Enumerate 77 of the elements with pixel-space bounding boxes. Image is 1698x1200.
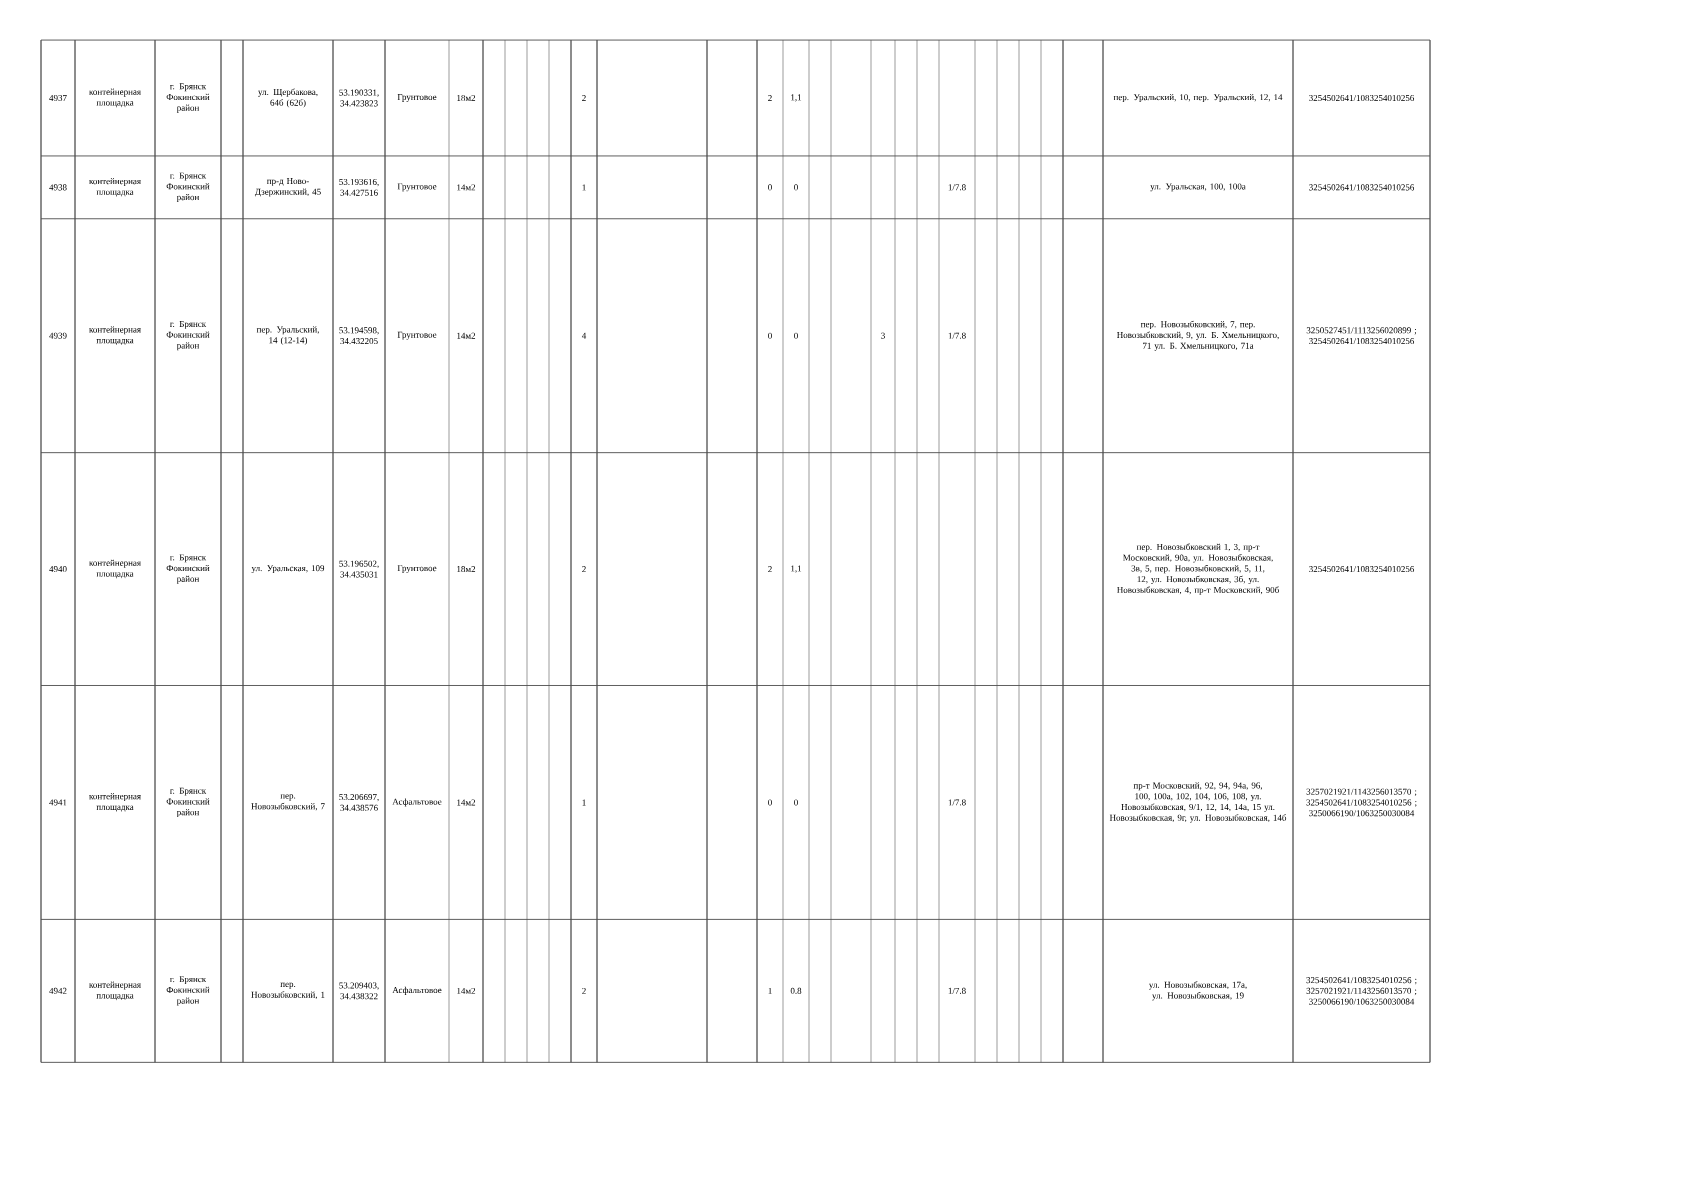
address-text: ул. Уральская, 109 <box>251 565 325 574</box>
value-text: 1 <box>582 184 586 191</box>
served-addresses-text: ул. Уральская, 100, 100а <box>1150 183 1246 192</box>
row-number: 4937 <box>49 95 67 101</box>
value-text: 1/7.8 <box>948 184 966 191</box>
address-text: пер. Новозыбковский, 1 <box>251 982 325 1000</box>
district-text: г. Брянск Фокинский район <box>166 976 210 1006</box>
served-addresses-text: пер. Новозыбковский, 7, пер. Новозыбковский, 9, ул. Б. Хмельницкого, 71 ул. Б. Хмельницкого, 71а <box>1117 320 1279 351</box>
value-text: 1/7.8 <box>948 799 966 806</box>
registration-numbers-text: 3254502641/1083254010256 <box>1309 184 1415 191</box>
coordinates-text: 53.209403, 34.438322 <box>339 982 379 1000</box>
value-text: 0 <box>768 332 772 339</box>
address-text: пр-д Ново-Дзержинский, 45 <box>254 178 321 197</box>
surface-text: Асфальтовое <box>392 986 442 995</box>
value-text: 0 <box>794 799 798 806</box>
address-text: пер. Уральский, 14 (12-14) <box>256 326 319 346</box>
served-addresses-text: пер. Уральский, 10, пер. Уральский, 12, 14 <box>1113 94 1283 103</box>
row-number: 4940 <box>49 566 67 573</box>
value-text: 1/7.8 <box>948 332 966 339</box>
coordinates-text: 53.194598, 34.432205 <box>339 327 379 345</box>
district-text: г. Брянск Фокинский район <box>166 554 210 584</box>
coordinates-text: 53.193616, 34.427516 <box>339 178 379 196</box>
area-text: 14м2 <box>457 799 476 806</box>
coordinates-text: 53.206697, 34.438576 <box>339 794 379 811</box>
registration-numbers-text: 3250527451/1113256020899 ; 3254502641/1083254010256 <box>1306 327 1417 345</box>
area-text: 14м2 <box>457 184 476 191</box>
row-number: 4938 <box>49 184 67 191</box>
value-text: 0.8 <box>790 987 802 994</box>
value-text: 1/7.8 <box>948 987 966 994</box>
site-type-text: контейнерная площадка <box>89 793 141 812</box>
value-text: 2 <box>768 95 772 101</box>
site-type-text: контейнерная площадка <box>89 177 141 197</box>
value-text: 0 <box>768 799 772 806</box>
served-addresses-text: пер. Новозыбковский 1, 3, пр-т Московский, 90а, ул. Новозыбковская, 3в, 5, пер. Новозыбковский, 5, 11, 12, ул. Новозыбковская, 3б, ул. Новозыбковская, 4, пр-т Московский, 90б <box>1117 543 1279 595</box>
value-text: 0 <box>794 184 798 191</box>
served-addresses-text: ул. Новозыбковская, 17а, ул. Новозыбковская, 19 <box>1148 981 1247 1001</box>
coordinates-text: 53.190331, 34.423823 <box>339 89 379 107</box>
value-text: 2 <box>582 987 586 994</box>
district-text: г. Брянск Фокинский район <box>166 321 210 351</box>
area-text: 14м2 <box>457 332 476 339</box>
area-text: 18м2 <box>457 94 476 102</box>
value-text: 1,1 <box>791 565 802 573</box>
site-type-text: контейнерная площадка <box>89 559 141 579</box>
surface-text: Грунтовое <box>397 183 437 192</box>
area-text: 18м2 <box>457 566 476 573</box>
value-text: 2 <box>582 95 586 101</box>
district-text: г. Брянск Фокинский район <box>166 787 210 818</box>
value-text: 0 <box>794 332 798 339</box>
value-text: 1 <box>582 799 586 806</box>
surface-text: Грунтовое <box>397 331 437 340</box>
area-text: 14м2 <box>457 987 476 994</box>
row-number: 4942 <box>49 987 67 994</box>
value-text: 4 <box>581 332 587 339</box>
value-text: 2 <box>768 566 772 573</box>
registration-numbers-text: 3254502641/1083254010256 <box>1309 566 1415 573</box>
surface-text: Грунтовое <box>397 565 437 573</box>
registration-numbers-text: 3254502641/1083254010256 <box>1309 94 1415 102</box>
district-text: г. Брянск Фокинский район <box>166 83 210 113</box>
surface-text: Грунтовое <box>397 94 437 102</box>
site-type-text: контейнерная площадка <box>89 981 141 1001</box>
site-type-text: контейнерная площадка <box>89 326 141 346</box>
row-number: 4941 <box>49 799 67 806</box>
district-text: г. Брянск Фокинский район <box>166 172 210 202</box>
registration-numbers-text: 3257021921/1143256013570 ; 3254502641/1083254010256 ; 3250066190/1063250030084 <box>1306 788 1417 817</box>
site-type-text: контейнерная площадка <box>89 88 141 108</box>
address-text: пер. Новозыбковский, 7 <box>251 794 325 811</box>
served-addresses-text: пр-т Московский, 92, 94, 94а, 96, 100, 100а, 102, 104, 106, 108, ул. Новозыбковская, 9/1, 12, 14, 14а, 15 ул. Новозыбковская, 9г, ул. Новозыбковская, 14б <box>1109 782 1287 823</box>
registration-numbers-text: 3254502641/1083254010256 ; 3257021921/1143256013570 ; 3250066190/1063250030084 <box>1306 977 1417 1005</box>
coordinates-text: 53.196502, 34.435031 <box>339 560 379 578</box>
row-number: 4939 <box>49 332 67 339</box>
value-text: 0 <box>768 184 772 191</box>
value-text: 1,1 <box>791 94 802 102</box>
value-text: 3 <box>881 332 885 339</box>
value-text: 1 <box>768 987 772 994</box>
address-text: ул. Щербакова, 64б (62б) <box>258 88 318 108</box>
surface-text: Асфальтовое <box>392 798 442 807</box>
value-text: 2 <box>582 566 586 573</box>
